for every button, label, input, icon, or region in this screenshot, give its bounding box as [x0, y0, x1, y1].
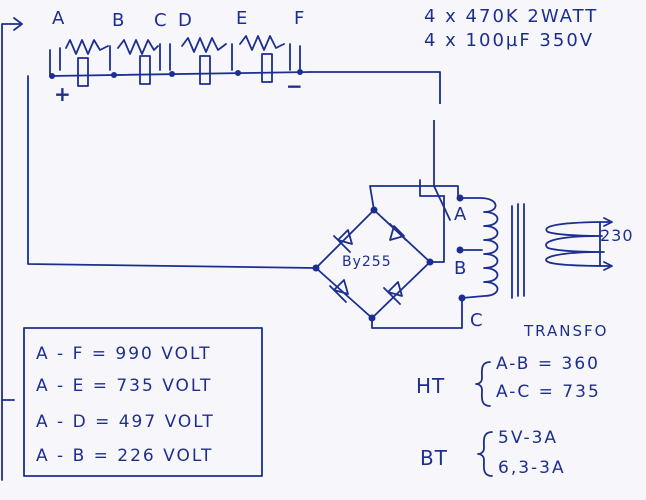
- voltage-row-a-b: A - B = 226 VOLT: [36, 446, 214, 466]
- spec-resistors: 4 x 470K 2WATT: [424, 6, 599, 27]
- bridge-top-wire: [369, 185, 459, 211]
- bridge-label: By255: [342, 254, 392, 270]
- capacitor-3: [199, 55, 211, 85]
- capacitor-2: [139, 55, 151, 85]
- voltage-row-a-f: A - F = 990 VOLT: [36, 344, 212, 364]
- positive-rail-wire: [309, 71, 441, 119]
- resistor-legs: [59, 43, 291, 71]
- capacitor-4: [261, 53, 273, 83]
- node-a: [49, 73, 55, 79]
- voltage-row-a-e: A - E = 735 VOLT: [36, 376, 213, 396]
- voltage-row-a-d: A - D = 497 VOLT: [36, 412, 215, 432]
- resistor-2: [117, 39, 159, 55]
- ht-label: HT: [416, 374, 446, 398]
- terminal-label-f: F: [294, 8, 306, 29]
- diode-1-icon: [333, 229, 353, 253]
- transformer-core: [511, 203, 525, 299]
- node-b: [111, 72, 117, 78]
- spec-capacitors: 4 x 100µF 350V: [424, 30, 595, 51]
- bt-label: BT: [420, 446, 448, 470]
- bridge-right-wire: [429, 195, 445, 263]
- tap-label-b: B: [454, 258, 468, 279]
- bridge-node-left: [312, 264, 320, 272]
- bridge-crossover-wire: [419, 179, 445, 197]
- terminal-label-a: A: [52, 8, 66, 29]
- bt-line-2: 6,3-3A: [498, 458, 566, 478]
- secondary-coil: [459, 197, 499, 299]
- node-c: [169, 71, 175, 77]
- arrow-head-icon: [13, 17, 23, 31]
- minus-sign: −: [286, 74, 304, 98]
- primary-arrows-icon: [603, 217, 613, 271]
- terminal-label-c: C: [154, 10, 168, 31]
- primary-coil: [545, 221, 611, 267]
- plus-sign: +: [54, 82, 72, 106]
- diode-3-icon: [329, 279, 349, 303]
- left-lead-wire: [1, 23, 21, 481]
- diode-2-icon: [389, 223, 407, 241]
- node-d: [235, 70, 241, 76]
- resistor-1: [65, 39, 109, 55]
- terminal-label-b: B: [112, 10, 126, 31]
- bt-line-1: 5V-3A: [498, 428, 559, 448]
- tap-label-a: A: [454, 204, 468, 225]
- tap-label-c: C: [470, 310, 484, 331]
- ht-line-2: A-C = 735: [496, 382, 601, 402]
- terminal-label-d: D: [178, 10, 193, 31]
- voltage-table-box: [23, 327, 263, 477]
- diode-4-icon: [383, 281, 403, 305]
- node-f: [297, 69, 303, 75]
- ht-line-1: A-B = 360: [496, 354, 600, 374]
- bt-brace: [477, 431, 493, 477]
- resistor-4: [239, 35, 285, 51]
- capacitor-bus-wire: [49, 71, 311, 77]
- ht-feed-wire: [433, 185, 451, 221]
- resistor-3: [181, 37, 227, 53]
- capacitor-1: [77, 57, 89, 87]
- transfo-title: TRANSFO: [524, 322, 609, 340]
- negative-rail-wire: [27, 75, 317, 269]
- primary-voltage: 230: [600, 226, 634, 245]
- white-out: [175, 104, 450, 120]
- ht-brace: [475, 361, 491, 407]
- bridge-bottom-wire: [371, 299, 463, 329]
- terminal-label-e: E: [236, 8, 249, 29]
